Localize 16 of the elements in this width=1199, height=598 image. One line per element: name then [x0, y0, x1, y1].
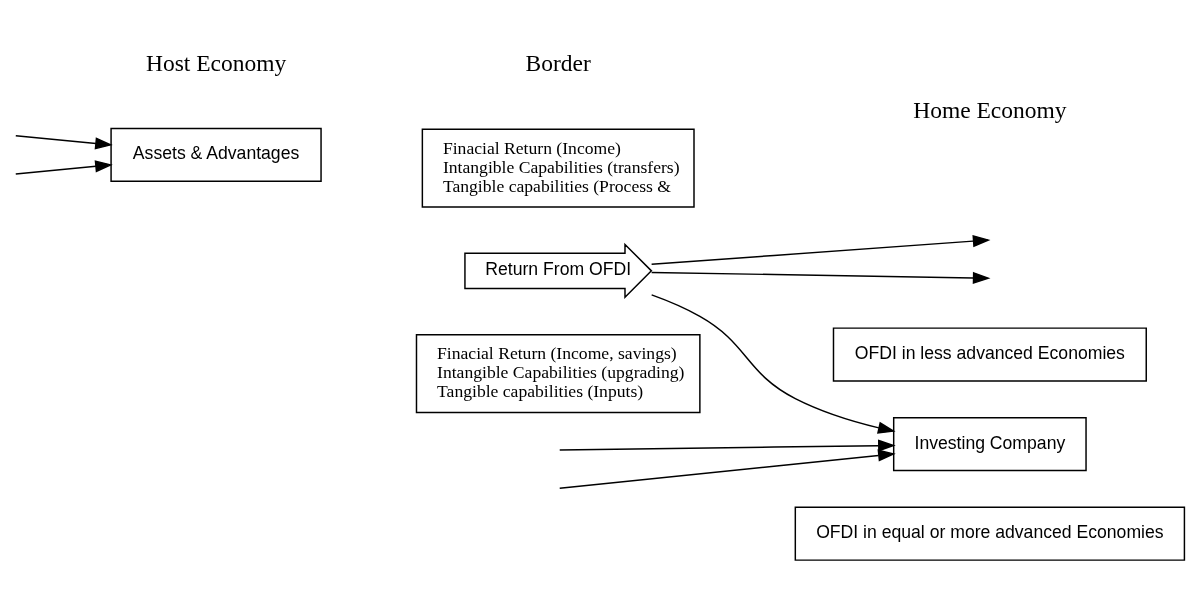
label: Border — [525, 49, 591, 76]
arrow — [15, 159, 113, 175]
node-box: Assets & Advantages — [110, 127, 322, 182]
arrow — [559, 438, 896, 452]
node-box: Finacial Return (Income, savings) Intangible Capabilities (upgrading) Tangible capabilities (Inputs) — [415, 333, 701, 413]
label: Host Economy — [145, 49, 287, 76]
node-box: Finacial Return (Income) Intangible Capabilities (transfers) Tangible capabilities (Process & — [421, 127, 695, 208]
node-box: Investing Company — [892, 416, 1087, 471]
node-box: OFDI in less advanced Economies — [832, 326, 1147, 382]
arrow — [559, 448, 896, 489]
arrow — [15, 134, 113, 150]
arrow — [650, 271, 991, 284]
arrow — [650, 234, 991, 265]
arrow — [650, 293, 896, 434]
label: Home Economy — [913, 96, 1067, 123]
node-box: OFDI in equal or more advanced Economies — [794, 506, 1186, 561]
